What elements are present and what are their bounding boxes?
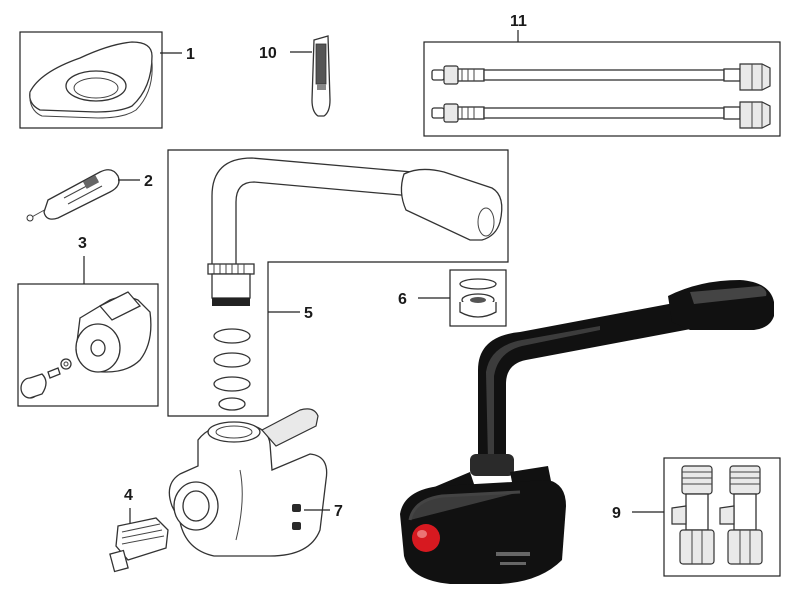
part-11-box [423, 41, 781, 137]
part-label-10: 10 [259, 45, 277, 62]
part-9-isolating-valves: 9 [612, 457, 781, 577]
part-1-box [19, 31, 163, 129]
part-2-tool: 2 [26, 169, 153, 222]
part-3-box [17, 283, 159, 407]
part-10-grease-tube: 10 [259, 35, 331, 117]
part-label-6: 6 [398, 291, 407, 308]
part-5-spout-assembly: 5 [167, 149, 509, 417]
part-label-3: 3 [78, 235, 87, 252]
part-label-5: 5 [304, 305, 313, 322]
part-7-grub-screws: 7 [292, 503, 343, 530]
part-11-flexible-hoses: 11 [423, 13, 781, 137]
assembled-tap [400, 280, 774, 584]
part-6-box [449, 269, 507, 327]
tap-body [168, 408, 328, 557]
part-label-2: 2 [144, 173, 153, 190]
part-label-4: 4 [124, 487, 133, 504]
part-4-cartridge: 4 [109, 487, 169, 573]
part-label-11: 11 [510, 13, 527, 30]
part-1-base-washer: 1 [19, 31, 195, 129]
hot-indicator-icon [412, 524, 440, 552]
part-label-9: 9 [612, 505, 621, 522]
part-3-handle-kit: 3 [17, 235, 159, 407]
part-9-box [663, 457, 781, 577]
part-label-1: 1 [186, 46, 195, 63]
part-6-aerator: 6 [398, 269, 507, 327]
part-5-box [167, 149, 509, 417]
part-label-7: 7 [334, 503, 343, 520]
